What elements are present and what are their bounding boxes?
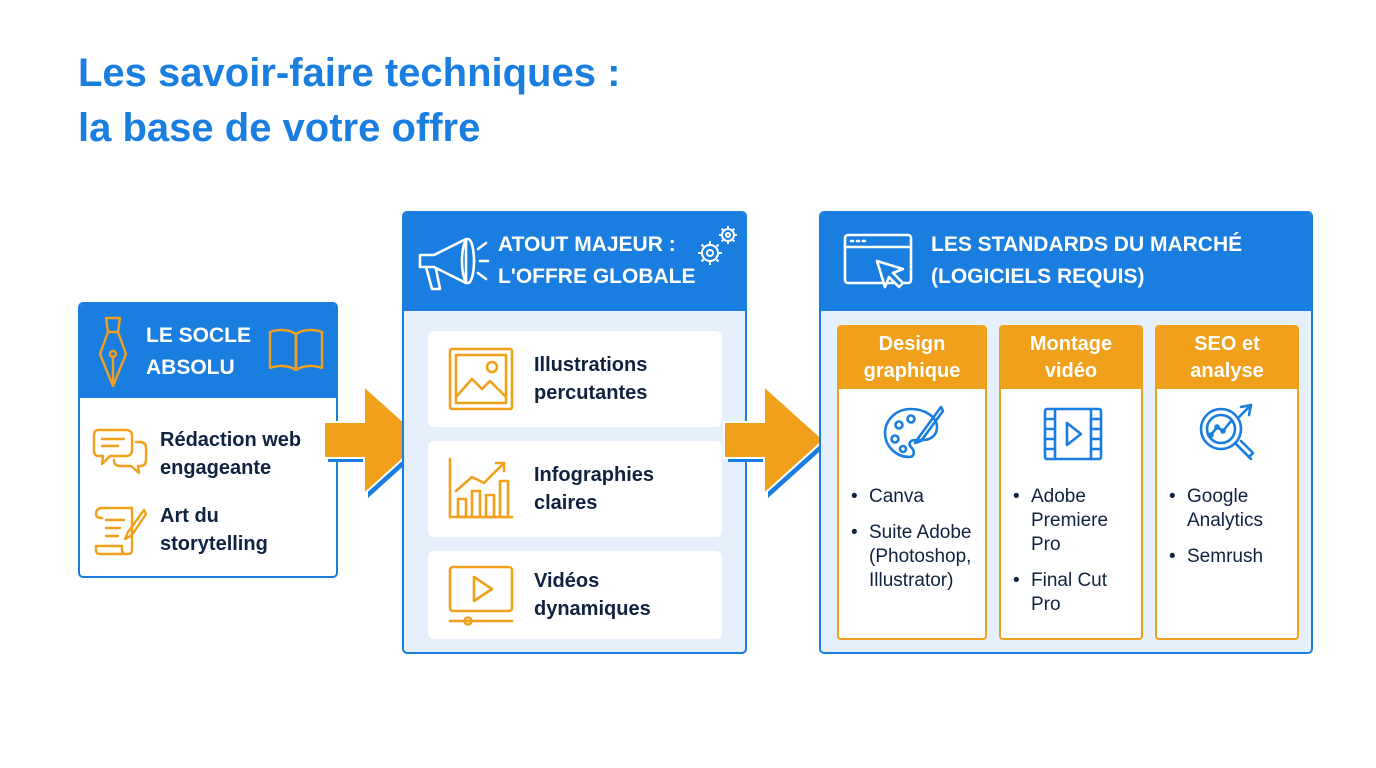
socle-header: LE SOCLE ABSOLU bbox=[80, 304, 336, 398]
gears-icon bbox=[698, 226, 737, 265]
browser-cursor-icon bbox=[843, 233, 913, 289]
design-col-heading-line-1: Design bbox=[878, 333, 946, 355]
atout-item-infographies-line-2: claires bbox=[534, 492, 598, 514]
socle-item-redaction: Rédaction web engageante bbox=[160, 426, 301, 482]
socle-heading: LE SOCLE ABSOLU bbox=[146, 320, 251, 384]
seo-software-item: Google Analytics bbox=[1169, 485, 1277, 533]
socle-item-storytelling-line-2: storytelling bbox=[160, 533, 268, 555]
megaphone-icon bbox=[418, 237, 490, 291]
page-title: Les savoir-faire techniques : la base de… bbox=[78, 46, 620, 156]
analytics-magnifier-icon bbox=[1199, 403, 1255, 461]
standards-panel: LES STANDARDS DU MARCHÉ (LOGICIELS REQUI… bbox=[819, 211, 1313, 654]
flow-arrow-1 bbox=[323, 383, 428, 498]
design-col-heading-line-2: graphique bbox=[863, 360, 961, 382]
atout-heading-line-1: ATOUT MAJEUR : bbox=[498, 233, 676, 256]
atout-item-videos-line-1: Vidéos bbox=[534, 570, 600, 592]
socle-item-redaction-line-2: engageante bbox=[160, 457, 272, 479]
design-col-heading: Design graphique bbox=[839, 327, 985, 389]
standards-col-seo: SEO et analyse Google Analytics Semrush bbox=[1155, 325, 1299, 640]
video-col-heading-line-1: Montage bbox=[1029, 333, 1113, 355]
video-player-icon bbox=[448, 565, 514, 626]
seo-col-heading-line-1: SEO et bbox=[1194, 333, 1260, 355]
seo-col-heading-line-2: analyse bbox=[1190, 360, 1264, 382]
image-icon bbox=[448, 347, 514, 411]
video-software-list: Adobe Premiere Pro Final Cut Pro bbox=[1001, 485, 1141, 629]
title-line-1: Les savoir-faire techniques : bbox=[78, 51, 621, 95]
standards-heading-line-2: (LOGICIELS REQUIS) bbox=[931, 265, 1145, 288]
atout-item-infographies-line-1: Infographies bbox=[534, 464, 655, 486]
socle-item-redaction-line-1: Rédaction web bbox=[160, 429, 302, 451]
socle-heading-line-1: LE SOCLE bbox=[146, 324, 252, 347]
atout-panel: ATOUT MAJEUR : L'OFFRE GLOBALE Il bbox=[402, 211, 747, 654]
atout-heading: ATOUT MAJEUR : L'OFFRE GLOBALE bbox=[498, 229, 695, 293]
atout-item-videos-line-2: dynamiques bbox=[534, 598, 651, 620]
standards-heading: LES STANDARDS DU MARCHÉ (LOGICIELS REQUI… bbox=[931, 229, 1242, 293]
atout-item-illustrations-line-2: percutantes bbox=[534, 382, 648, 404]
atout-card-illustrations: Illustrations percutantes bbox=[428, 331, 722, 427]
video-col-heading: Montage vidéo bbox=[1001, 327, 1141, 389]
scroll-quill-icon bbox=[94, 506, 148, 556]
design-software-item: Canva bbox=[851, 485, 985, 509]
fountain-pen-icon bbox=[98, 316, 128, 388]
standards-col-design: Design graphique Canva Suite Adobe (Phot… bbox=[837, 325, 987, 640]
socle-panel: LE SOCLE ABSOLU Rédaction web engageante bbox=[78, 302, 338, 578]
flow-arrow-2 bbox=[723, 383, 828, 498]
atout-heading-line-2: L'OFFRE GLOBALE bbox=[498, 265, 696, 288]
atout-item-illustrations-line-1: Illustrations bbox=[534, 354, 648, 376]
title-line-2: la base de votre offre bbox=[78, 106, 481, 150]
socle-heading-line-2: ABSOLU bbox=[146, 356, 235, 379]
speech-bubbles-icon bbox=[92, 428, 148, 475]
seo-software-item: Semrush bbox=[1169, 545, 1297, 569]
standards-heading-line-1: LES STANDARDS DU MARCHÉ bbox=[931, 233, 1243, 256]
atout-item-infographies: Infographies claires bbox=[534, 461, 654, 517]
atout-item-illustrations: Illustrations percutantes bbox=[534, 351, 647, 407]
atout-card-infographies: Infographies claires bbox=[428, 441, 722, 537]
seo-col-heading: SEO et analyse bbox=[1157, 327, 1297, 389]
design-software-list: Canva Suite Adobe (Photoshop, Illustrato… bbox=[839, 485, 985, 605]
video-software-item: Final Cut Pro bbox=[1013, 569, 1121, 617]
film-play-icon bbox=[1043, 407, 1103, 461]
seo-software-list: Google Analytics Semrush bbox=[1157, 485, 1297, 581]
socle-item-storytelling-line-1: Art du bbox=[160, 505, 219, 527]
atout-header: ATOUT MAJEUR : L'OFFRE GLOBALE bbox=[404, 213, 745, 311]
atout-item-videos: Vidéos dynamiques bbox=[534, 567, 651, 623]
palette-icon bbox=[883, 405, 945, 459]
standards-col-video: Montage vidéo Adobe Premiere Pro Final C bbox=[999, 325, 1143, 640]
video-software-item: Adobe Premiere Pro bbox=[1013, 485, 1121, 557]
standards-header: LES STANDARDS DU MARCHÉ (LOGICIELS REQUI… bbox=[821, 213, 1311, 311]
open-book-icon bbox=[268, 328, 324, 372]
bar-chart-icon bbox=[448, 457, 514, 519]
socle-item-storytelling: Art du storytelling bbox=[160, 502, 268, 558]
atout-card-videos: Vidéos dynamiques bbox=[428, 551, 722, 639]
video-col-heading-line-2: vidéo bbox=[1044, 360, 1098, 382]
design-software-item: Suite Adobe (Photoshop, Illustrator) bbox=[851, 521, 981, 593]
